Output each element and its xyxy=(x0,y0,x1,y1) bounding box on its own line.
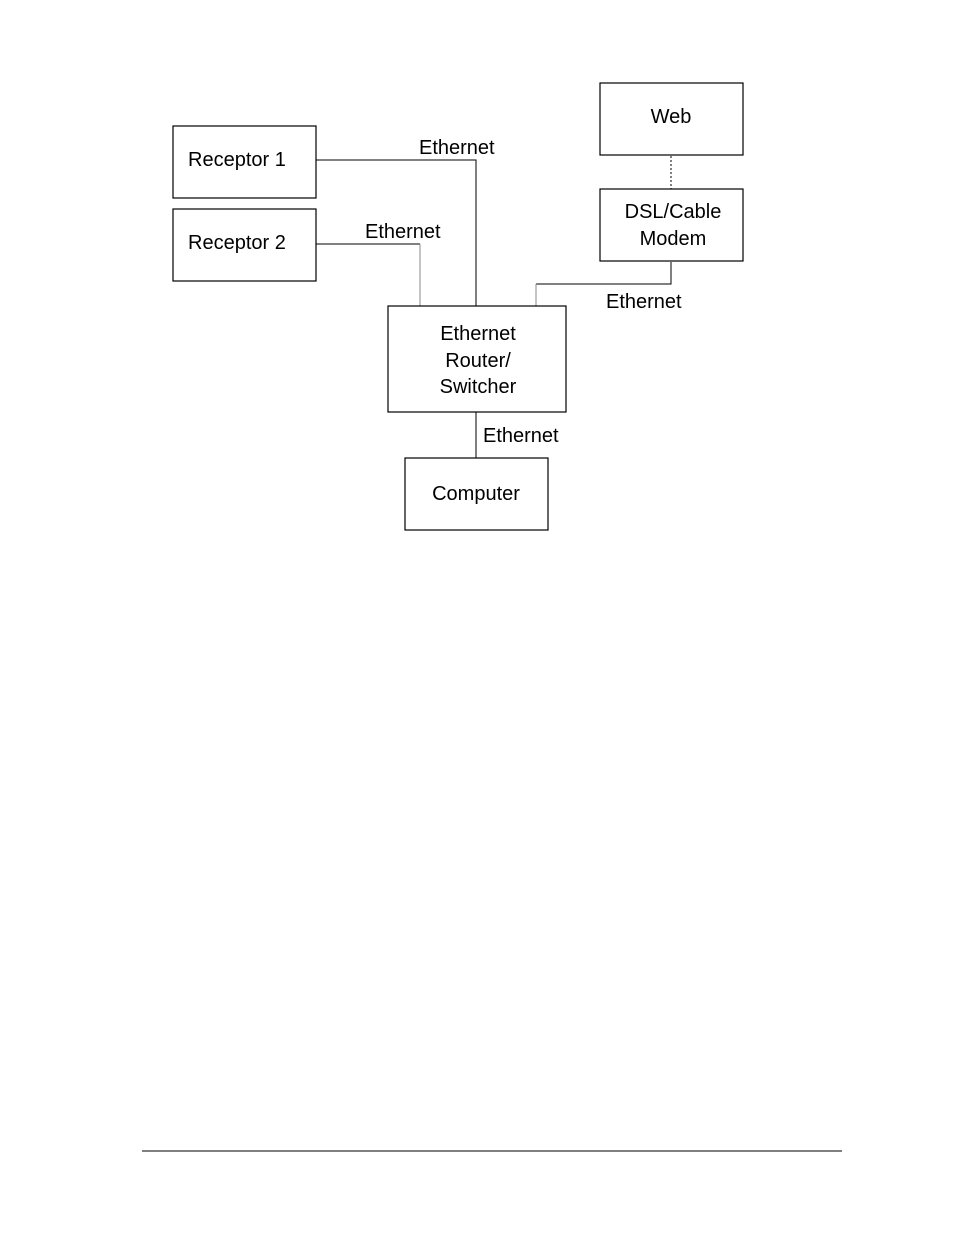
connector-modem-router xyxy=(536,262,671,284)
node-computer-label: Computer xyxy=(432,483,520,505)
node-receptor-2-label: Receptor 2 xyxy=(188,232,286,254)
node-router-label-line-3: Switcher xyxy=(440,376,517,398)
node-router-label-line-1: Ethernet xyxy=(440,323,516,345)
node-receptor-2: Receptor 2 xyxy=(173,209,316,281)
node-computer: Computer xyxy=(405,458,548,530)
node-modem-label-line-2: Modem xyxy=(640,228,707,250)
node-web-label: Web xyxy=(651,106,692,128)
node-modem: DSL/Cable Modem xyxy=(600,189,743,261)
node-receptor-1-label: Receptor 1 xyxy=(188,149,286,171)
edge-label-modem-router: Ethernet xyxy=(606,291,682,313)
node-router: Ethernet Router/ Switcher xyxy=(388,306,566,412)
node-modem-label-line-1: DSL/Cable xyxy=(625,201,722,223)
node-router-label-line-2: Router/ xyxy=(445,350,511,372)
node-receptor-1: Receptor 1 xyxy=(173,126,316,198)
edge-label-receptor1-router: Ethernet xyxy=(419,137,495,159)
node-web: Web xyxy=(600,83,743,155)
edge-label-router-computer: Ethernet xyxy=(483,425,559,447)
edge-label-receptor2-router: Ethernet xyxy=(365,221,441,243)
